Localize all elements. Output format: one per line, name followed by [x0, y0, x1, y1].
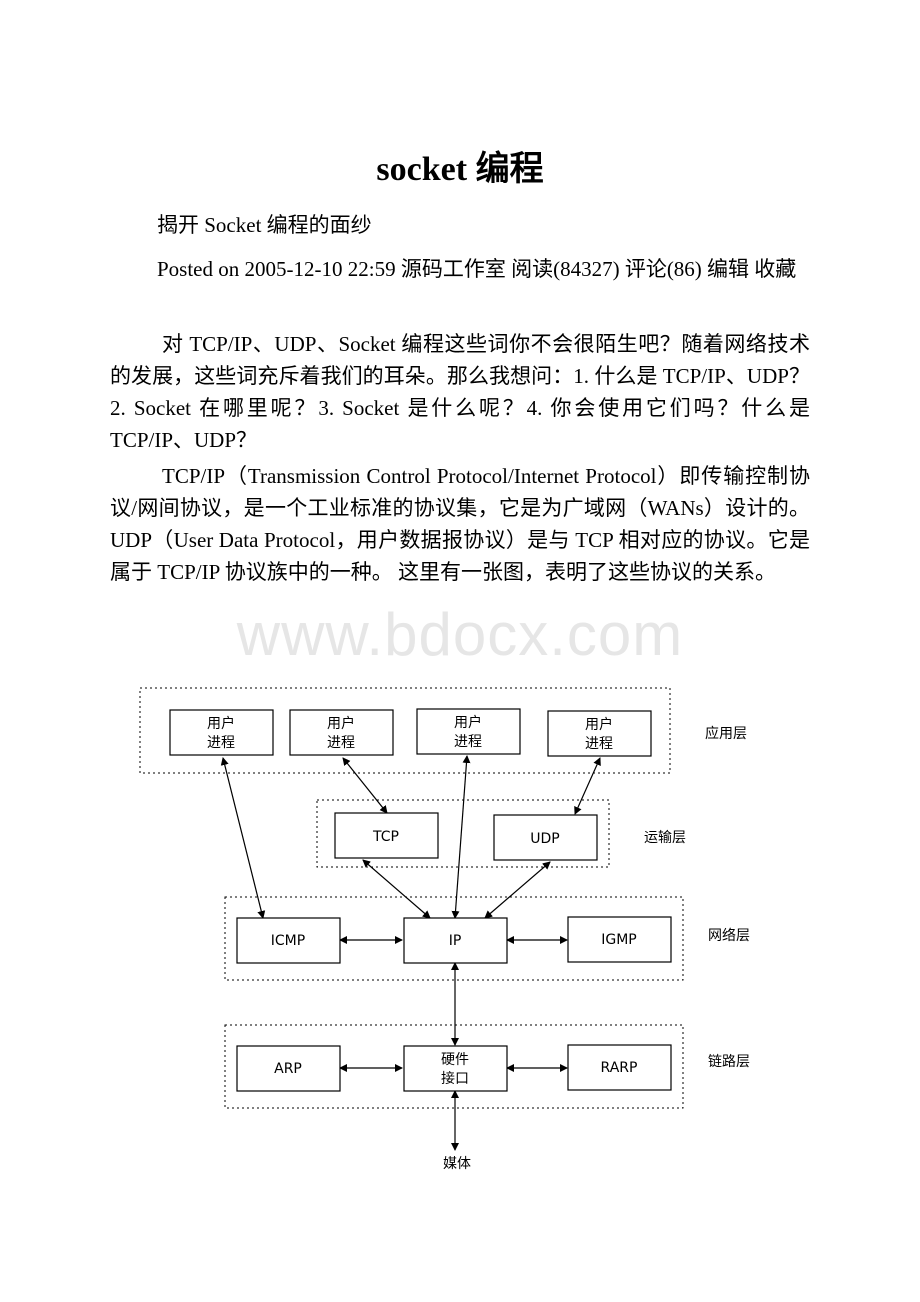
svg-text:进程: 进程	[207, 735, 235, 751]
link-layer-label: 链路层	[708, 1054, 750, 1070]
udp-box: UDP	[493, 814, 598, 861]
svg-text:进程: 进程	[327, 735, 355, 751]
rarp-box: RARP	[567, 1044, 672, 1091]
post-meta: Posted on 2005-12-10 22:59 源码工作室 阅读(8432…	[157, 257, 797, 281]
document-subtitle: 揭开 Socket 编程的面纱	[157, 213, 372, 237]
svg-text:用户: 用户	[454, 714, 482, 731]
paragraph-tcpip: TCP/IP（Transmission Control Protocol/Int…	[110, 464, 810, 584]
svg-text:IP: IP	[449, 933, 462, 949]
protocol-diagram: 应用层 运输层 网络层 链路层 用户 进程	[130, 680, 810, 1190]
hardware-interface-box: 硬件 接口	[403, 1045, 508, 1092]
arp-box: ARP	[236, 1045, 341, 1092]
document-title: socket 编程	[376, 151, 544, 188]
icmp-box: ICMP	[236, 917, 341, 964]
arrow-udp-ip	[484, 861, 551, 919]
arrow-process4-udp	[574, 757, 601, 815]
arrow-tcp-ip	[362, 859, 431, 919]
network-layer-label: 网络层	[708, 928, 750, 944]
transport-layer-label: 运输层	[644, 830, 686, 846]
svg-text:进程: 进程	[454, 734, 482, 750]
watermark: www.bdocx.com	[236, 601, 684, 668]
user-process-1: 用户 进程	[169, 709, 274, 756]
arrow-process1-icmp	[220, 757, 266, 919]
user-process-3: 用户 进程	[416, 708, 521, 755]
application-layer-label: 应用层	[705, 725, 747, 742]
svg-text:硬件: 硬件	[441, 1052, 469, 1068]
application-layer-frame	[139, 687, 671, 774]
media-label: 媒体	[443, 1156, 471, 1172]
user-process-2: 用户 进程	[289, 709, 394, 756]
svg-text:RARP: RARP	[601, 1060, 638, 1076]
tcp-box: TCP	[334, 812, 439, 859]
svg-text:TCP: TCP	[372, 829, 399, 845]
svg-text:IGMP: IGMP	[601, 932, 637, 948]
protocol-diagram-svg: 应用层 运输层 网络层 链路层 用户 进程	[139, 687, 750, 1172]
svg-text:用户: 用户	[585, 716, 613, 733]
svg-text:UDP: UDP	[530, 831, 559, 847]
svg-text:ARP: ARP	[274, 1061, 302, 1077]
svg-text:进程: 进程	[585, 736, 613, 752]
svg-text:用户: 用户	[207, 715, 235, 732]
ip-box: IP	[403, 917, 508, 964]
arrow-process2-tcp	[342, 757, 388, 814]
arrow-process3-ip	[451, 755, 471, 919]
user-process-4: 用户 进程	[547, 710, 652, 757]
svg-text:接口: 接口	[441, 1070, 469, 1087]
paragraph-intro: 对 TCP/IP、UDP、Socket 编程这些词你不会很陌生吧？随着网络技术的…	[110, 332, 810, 452]
svg-text:ICMP: ICMP	[271, 933, 305, 949]
svg-text:用户: 用户	[327, 715, 355, 732]
igmp-box: IGMP	[567, 916, 672, 963]
